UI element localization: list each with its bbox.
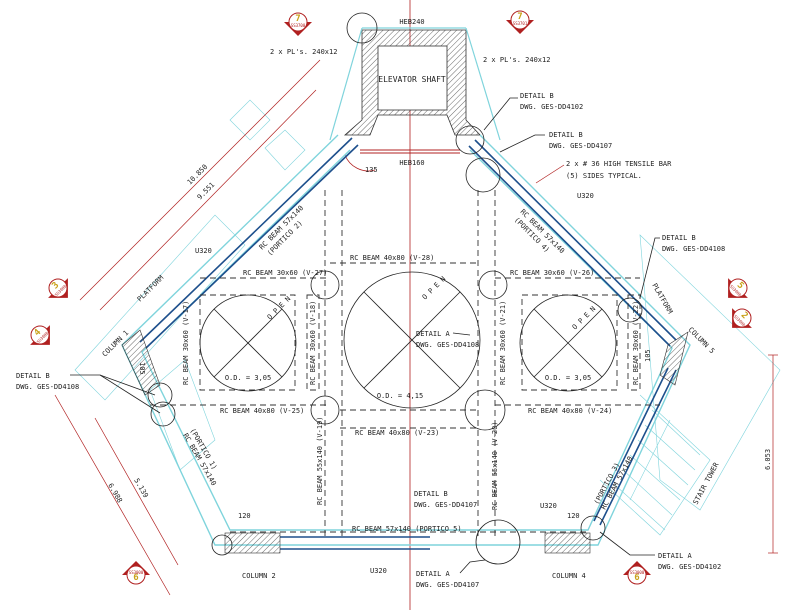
rc-beam-grid <box>150 190 660 540</box>
section-marker: 4 SS3000 <box>30 325 50 345</box>
column-2-label: COLUMN 2 <box>242 572 276 580</box>
platform-right: PLATFORM <box>650 282 674 315</box>
marker-ref: SS3000 <box>129 570 144 575</box>
angle-105-left: 105 <box>138 362 146 375</box>
beam-v27: RC BEAM 30x60 (V-27) <box>243 269 327 277</box>
tensile-bar-label: 2 x # 36 HIGH TENSILE BAR <box>566 160 672 168</box>
od-center: O.D. = 4,15 <box>377 392 423 400</box>
marker-number: 3 <box>50 280 61 291</box>
od-left: O.D. = 3,05 <box>225 374 271 382</box>
detail-callouts: DETAIL B DWG. GES-DD4102 DETAIL B DWG. G… <box>16 92 725 589</box>
detail-b-label: DETAIL B <box>414 490 448 498</box>
marker-number: 5 <box>735 280 746 291</box>
angle-135: 135 <box>365 166 378 174</box>
detail-dwg-ref: DWG. GES-DD4102 <box>520 103 583 111</box>
openings: O P E N O.D. = 3,05 O P E N O.D. = 4,15 … <box>199 271 617 409</box>
tensile-bar-note: (5) SIDES TYPICAL. <box>566 172 642 180</box>
marker-number: 7 <box>295 14 300 24</box>
od-right: O.D. = 3,05 <box>545 374 591 382</box>
beam-v28: RC BEAM 40x80 (V-28) <box>350 254 434 262</box>
detail-a-label: DETAIL A <box>416 330 451 338</box>
u320-label: U320 <box>577 192 594 200</box>
detail-b-label: DETAIL B <box>662 234 696 242</box>
marker-ref: SS3700 <box>291 23 306 28</box>
marker-number: 7 <box>517 12 522 22</box>
column-4-label: COLUMN 4 <box>552 572 586 580</box>
detail-dwg-ref: DWG. GES-DD4107 <box>416 581 479 589</box>
dimension-lines <box>54 59 778 596</box>
beam-labels: RC BEAM 40x80 (V-28) RC BEAM 30x60 (V-27… <box>181 204 640 533</box>
beam-v24: RC BEAM 40x80 (V-24) <box>528 407 612 415</box>
pl-left-label: 2 x PL's. 240x12 <box>270 48 337 56</box>
section-marker: 7 SS3701 <box>506 10 534 34</box>
open-label-center: O P E N <box>421 275 448 302</box>
pl-right-label: 2 x PL's. 240x12 <box>483 56 550 64</box>
elevator-shaft: ELEVATOR SHAFT HEB240 HEB160 135 <box>329 12 501 174</box>
beam-v20: RC BEAM 55x140 (V-20) <box>491 421 499 510</box>
elevator-shaft-label: ELEVATOR SHAFT <box>378 75 446 84</box>
beam-v22: RC BEAM 30x60 (V-22) <box>632 301 640 385</box>
platform-left: PLATFORM <box>136 274 165 303</box>
section-markers: 7 SS3700 7 SS3701 3 SS3000 4 SS3000 5 SS… <box>30 10 752 585</box>
dim-6053: 6.053 <box>764 449 772 470</box>
beam-v19: RC BEAM 55x140 (V-19) <box>316 416 324 505</box>
section-marker: 6 SS3000 <box>122 561 150 585</box>
beam-v23: RC BEAM 40x80 (V-23) <box>355 429 439 437</box>
detail-dwg-ref: DWG. GES-DD4108 <box>16 383 79 391</box>
u320-label: U320 <box>195 247 212 255</box>
angle-120-left: 120 <box>238 512 251 520</box>
beam-portico5: RC BEAM 57x140 (PORTICO 5) <box>352 525 462 533</box>
detail-b-label: DETAIL B <box>520 92 554 100</box>
detail-a-label: DETAIL A <box>658 552 693 560</box>
beam-v21: RC BEAM 30x60 (V-21) <box>499 301 507 385</box>
detail-dwg-ref: DWG. GES-DD4108 <box>416 341 479 349</box>
detail-a-label: DETAIL A <box>416 570 451 578</box>
column-5-label: COLUMN 5 <box>687 326 716 355</box>
detail-dwg-ref: DWG. GES-DD4102 <box>658 563 721 571</box>
angle-120-right: 120 <box>567 512 580 520</box>
detail-dwg-ref: DWG. GES-DD4107 <box>414 501 477 509</box>
heb240-label: HEB240 <box>399 18 424 26</box>
beam-v18: RC BEAM 30x60 (V-18) <box>309 301 317 385</box>
marker-number: 2 <box>739 310 750 321</box>
section-marker: 7 SS3700 <box>284 12 312 36</box>
section-marker: 3 SS3000 <box>48 278 68 298</box>
perimeter-beams <box>121 134 691 554</box>
beam-v25: RC BEAM 40x80 (V-25) <box>220 407 304 415</box>
section-marker: 5 SS3000 <box>728 278 748 298</box>
heb160-label: HEB160 <box>399 159 424 167</box>
marker-ref: SS3701 <box>513 21 528 26</box>
angle-105-right: 105 <box>644 349 652 362</box>
beam-v26: RC BEAM 30x60 (V-26) <box>510 269 594 277</box>
detail-dwg-ref: DWG. GES-DD4107 <box>549 142 612 150</box>
dim-9551: 9.551 <box>196 181 217 202</box>
marker-ref: SS3000 <box>630 570 645 575</box>
dim-6988: 6.988 <box>106 482 123 504</box>
detail-b-label: DETAIL B <box>549 131 583 139</box>
section-marker: 2 SS3000 <box>732 308 752 328</box>
u320-label: U320 <box>370 567 387 575</box>
beam-v17: RC BEAM 30x60 (V-17) <box>182 301 190 385</box>
detail-b-label: DETAIL B <box>16 372 50 380</box>
detail-dwg-ref: DWG. GES-DD4108 <box>662 245 725 253</box>
marker-number: 6 <box>634 573 639 583</box>
u320-label: U320 <box>540 502 557 510</box>
section-marker: 6 SS3000 <box>623 561 651 585</box>
marker-number: 6 <box>133 573 138 583</box>
marker-number: 4 <box>32 327 43 338</box>
